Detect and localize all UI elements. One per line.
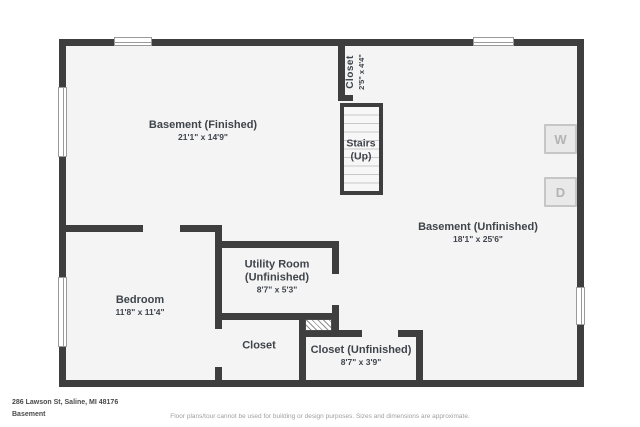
utility-room-name-line1: Utility Room xyxy=(244,258,310,271)
dryer-box: D xyxy=(544,177,577,207)
wall-stair-closet-bottom-stub xyxy=(338,95,353,101)
closet-unfinished-dims: 8'7" x 3'9" xyxy=(340,357,382,367)
disclaimer-text: Floor plans/tour cannot be used for buil… xyxy=(170,413,470,420)
window-left-upper-icon xyxy=(58,87,67,157)
label-stair-closet: Closet 2'5" x 4'4" xyxy=(345,54,367,90)
wall-bedroom-top-right xyxy=(180,225,222,232)
window-left-lower-icon xyxy=(58,277,67,347)
wall-outer-bottom xyxy=(59,380,584,387)
label-utility-room: Utility Room (Unfinished) 8'7" x 5'3" xyxy=(245,259,310,296)
utility-room-dims: 8'7" x 5'3" xyxy=(256,284,298,295)
stairs-box xyxy=(340,103,383,195)
window-top-right-icon xyxy=(473,37,514,46)
washer-label: W xyxy=(554,131,567,147)
wall-closet-unfinished-top-left xyxy=(299,330,362,337)
stair-closet-name: Closet xyxy=(345,55,356,89)
stairs-treads-icon xyxy=(344,107,379,191)
label-bedroom: Bedroom 11'8" x 11'4" xyxy=(116,294,165,318)
stairs-label-line2: (Up) xyxy=(350,150,372,162)
floor-name-text: Basement xyxy=(12,411,46,418)
window-right-icon xyxy=(576,287,585,325)
wall-bedroom-right-lower xyxy=(215,367,222,387)
address-text: 286 Lawson St, Saline, MI 48176 xyxy=(12,399,119,406)
wall-utility-right-upper xyxy=(332,241,339,274)
label-basement-unfinished: Basement (Unfinished) 18'1" x 25'6" xyxy=(418,221,538,245)
basement-finished-dims: 21'1" x 14'9" xyxy=(178,132,228,142)
basement-unfinished-name: Basement (Unfinished) xyxy=(418,221,538,233)
wall-bedroom-top-left xyxy=(59,225,143,232)
wall-bedroom-right-upper xyxy=(215,225,222,329)
wall-outer-left xyxy=(59,39,66,387)
wall-utility-bottom xyxy=(215,313,338,320)
wall-outer-top xyxy=(59,39,584,46)
label-closet-unfinished: Closet (Unfinished) 8'7" x 3'9" xyxy=(311,344,412,368)
stairs-label-line1: Stairs xyxy=(346,137,376,150)
wall-stair-closet-left xyxy=(338,39,345,101)
bedroom-name: Bedroom xyxy=(115,294,165,306)
basement-finished-name: Basement (Finished) xyxy=(148,119,258,131)
basement-unfinished-dims: 18'1" x 25'6" xyxy=(453,234,503,244)
utility-room-name-line2: (Unfinished) xyxy=(244,271,310,284)
label-closet: Closet xyxy=(242,340,276,353)
wall-outer-right xyxy=(577,39,584,387)
closet-name: Closet xyxy=(242,339,276,352)
wall-closet-unfinished-top-right xyxy=(398,330,423,337)
wall-closet-divider xyxy=(299,313,306,387)
hatched-chase-icon xyxy=(305,319,332,331)
wall-utility-top xyxy=(215,241,338,248)
stair-closet-dims: 2'5" x 4'4" xyxy=(357,54,366,90)
closet-unfinished-name: Closet (Unfinished) xyxy=(310,344,412,356)
bedroom-dims: 11'8" x 11'4" xyxy=(115,307,165,317)
label-basement-finished: Basement (Finished) 21'1" x 14'9" xyxy=(149,119,257,143)
wall-closet-unfinished-right xyxy=(416,330,423,387)
stairs-label: Stairs (Up) xyxy=(346,138,375,163)
window-top-left-icon xyxy=(114,37,152,46)
washer-box: W xyxy=(544,124,577,154)
dryer-label: D xyxy=(555,184,566,200)
